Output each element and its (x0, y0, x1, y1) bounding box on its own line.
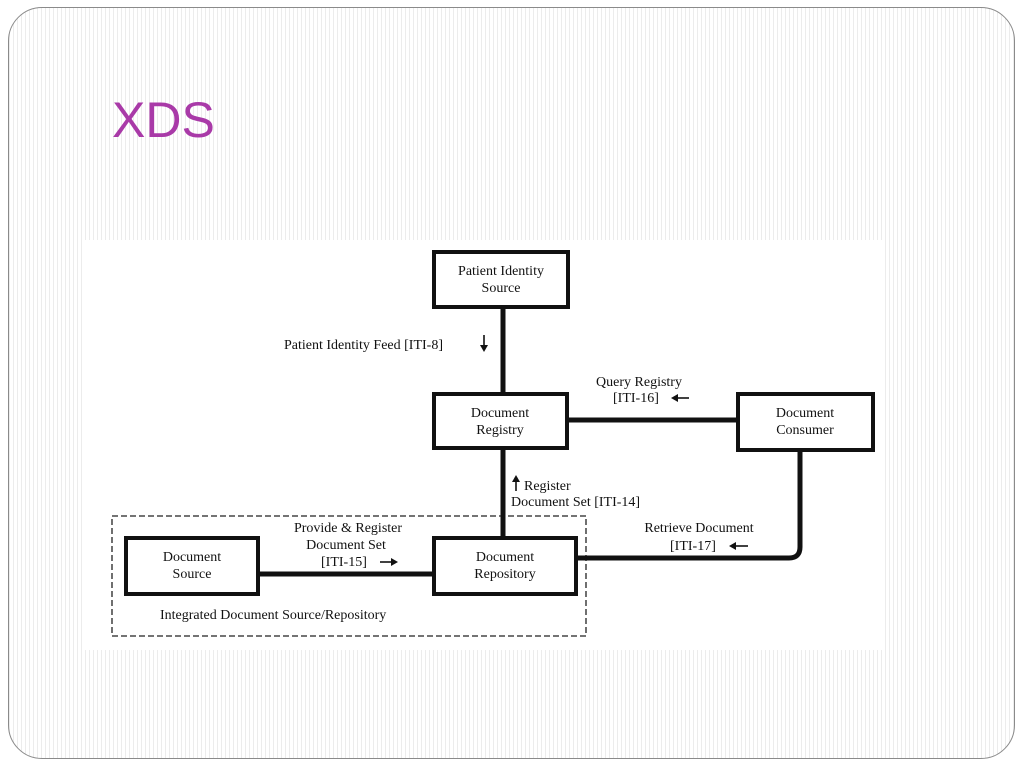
node-label-line: Source (482, 281, 521, 296)
arrow-left-icon (671, 394, 689, 402)
edge-label-line: [ITI-17] (670, 539, 716, 554)
node-label-line: Repository (474, 567, 535, 582)
node-patient-identity-source: Patient Identity Source (432, 250, 570, 309)
edge-label-provide-and-register: Provide & Register Document Set [ITI-15] (294, 521, 402, 570)
edge-label-line: Document Set (306, 538, 386, 553)
arrow-down-icon (480, 335, 488, 352)
node-document-registry: Document Registry (432, 392, 569, 450)
edge-label-query-registry: Query Registry [ITI-16] (596, 375, 689, 406)
node-label-line: Registry (476, 423, 523, 438)
edge-label-line: Retrieve Document (644, 521, 753, 536)
edge-label-line: Provide & Register (294, 521, 402, 536)
node-label-line: Document (776, 406, 834, 421)
edge-label-patient-identity-feed: Patient Identity Feed [ITI-8] (284, 335, 488, 353)
node-document-repository: Document Repository (432, 536, 578, 596)
node-label-line: Patient Identity (458, 264, 544, 279)
slide-title: XDS (112, 92, 215, 148)
edge-label-line: Patient Identity Feed [ITI-8] (284, 338, 443, 353)
edge-label-line: [ITI-16] (613, 391, 659, 406)
integrated-source-repository-group (111, 515, 587, 637)
edge-label-line: Register (524, 479, 571, 494)
edge-label-line: [ITI-15] (321, 555, 367, 570)
edge-label-retrieve-document: Retrieve Document [ITI-17] (644, 521, 753, 554)
node-label-line: Document (163, 550, 221, 565)
edge-label-line: Document Set [ITI-14] (511, 495, 640, 510)
node-label-line: Consumer (776, 423, 834, 438)
arrow-up-icon (512, 475, 520, 491)
group-label: Integrated Document Source/Repository (160, 608, 386, 623)
node-document-consumer: Document Consumer (736, 392, 875, 452)
connector-repository-to-consumer (576, 450, 803, 561)
node-label-line: Document (476, 550, 534, 565)
edge-label-register-document-set: Register Document Set [ITI-14] (511, 475, 640, 510)
edge-label-line: Query Registry (596, 375, 682, 390)
node-label-line: Document (471, 406, 529, 421)
node-label-line: Source (173, 567, 212, 582)
arrow-left-icon (729, 542, 748, 550)
arrow-right-icon (380, 558, 398, 566)
node-document-source: Document Source (124, 536, 260, 596)
